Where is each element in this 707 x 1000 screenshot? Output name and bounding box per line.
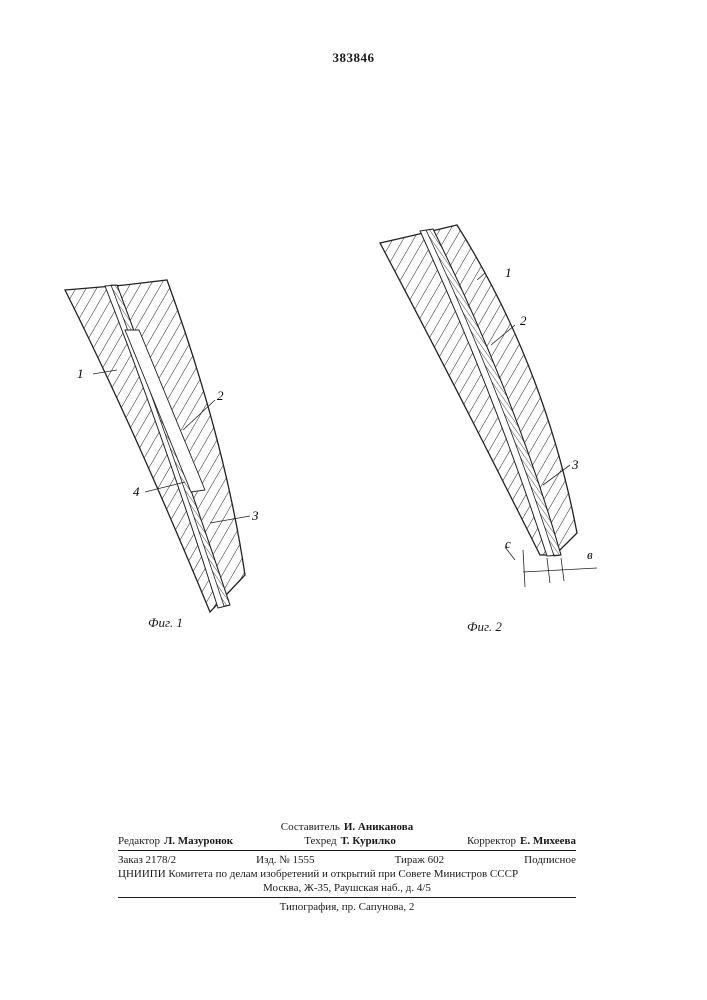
order-line: Заказ 2178/2 Изд. № 1555 Тираж 602 Подпи… [118,853,576,867]
page-number: 383846 [0,50,707,66]
institute-line: ЦНИИПИ Комитета по делам изобретений и о… [118,867,576,881]
fig2-body [380,225,577,555]
fig1-label-3: 3 [251,508,259,523]
fig1-body [65,280,245,612]
fig2-label-3: 3 [571,457,579,472]
address-line: Москва, Ж-35, Раушская наб., д. 4/5 [118,881,576,895]
fig2-label-b: в [587,547,593,562]
imprint-divider-bottom [118,897,576,898]
figure-1-caption: Фиг. 1 [148,615,183,631]
editors-line: РедакторЛ. Мазуронок ТехредТ. Курилко Ко… [118,834,576,848]
fig2-label-c: c [505,536,511,551]
fig1-label-4: 4 [133,484,140,499]
imprint-block: Составитель И. Аниканова РедакторЛ. Мазу… [118,820,576,914]
printing-house-line: Типография, пр. Сапунова, 2 [118,900,576,914]
fig1-label-1: 1 [77,366,84,381]
figure-2-caption: Фиг. 2 [467,619,502,635]
imprint-divider-top [118,850,576,851]
compiler-line: Составитель И. Аниканова [118,820,576,834]
figure-1-drawing: 1 2 4 3 [55,270,285,620]
fig2-label-1: 1 [505,265,512,280]
figure-2-drawing: 1 2 3 c в [365,215,615,595]
fig1-label-2: 2 [217,388,224,403]
fig2-label-2: 2 [520,313,527,328]
